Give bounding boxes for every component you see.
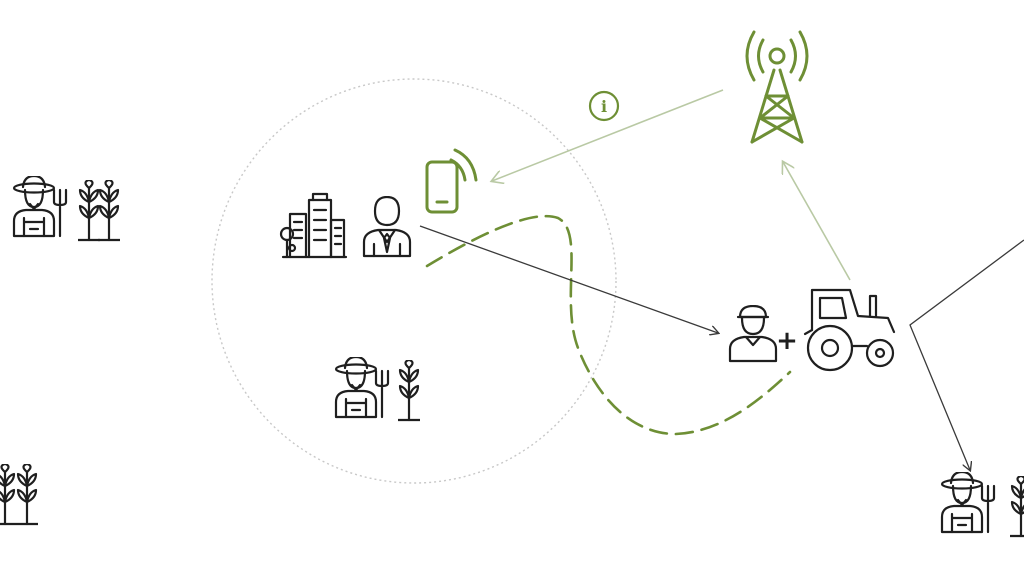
arrow-tractor-to-tower [783,162,851,281]
tractor-icon [803,288,896,372]
info-glyph: i [601,97,607,116]
cell-tower-icon [745,30,809,144]
coverage-circle [211,78,617,484]
smartphone-icon [425,148,478,214]
farmer-icon [940,472,996,534]
farmer-icon [12,176,68,238]
businessman-icon [362,196,412,258]
plant-icon [16,464,38,526]
arrow-offscreen-to-farmer [909,239,1024,470]
plus-sign: + [776,326,798,356]
plant-icon [1010,476,1024,538]
plant-icon [78,180,100,242]
city-buildings-icon [279,192,348,259]
farmer-icon [334,357,390,419]
info-icon: i [588,90,620,122]
plant-icon [98,180,120,242]
worker-icon [728,305,778,363]
delivery-route [425,214,792,436]
plant-icon [398,360,420,422]
plant-icon [0,464,16,526]
arrow-tower-to-phone [492,89,724,181]
arrow-businessman-to-worker [419,225,718,333]
